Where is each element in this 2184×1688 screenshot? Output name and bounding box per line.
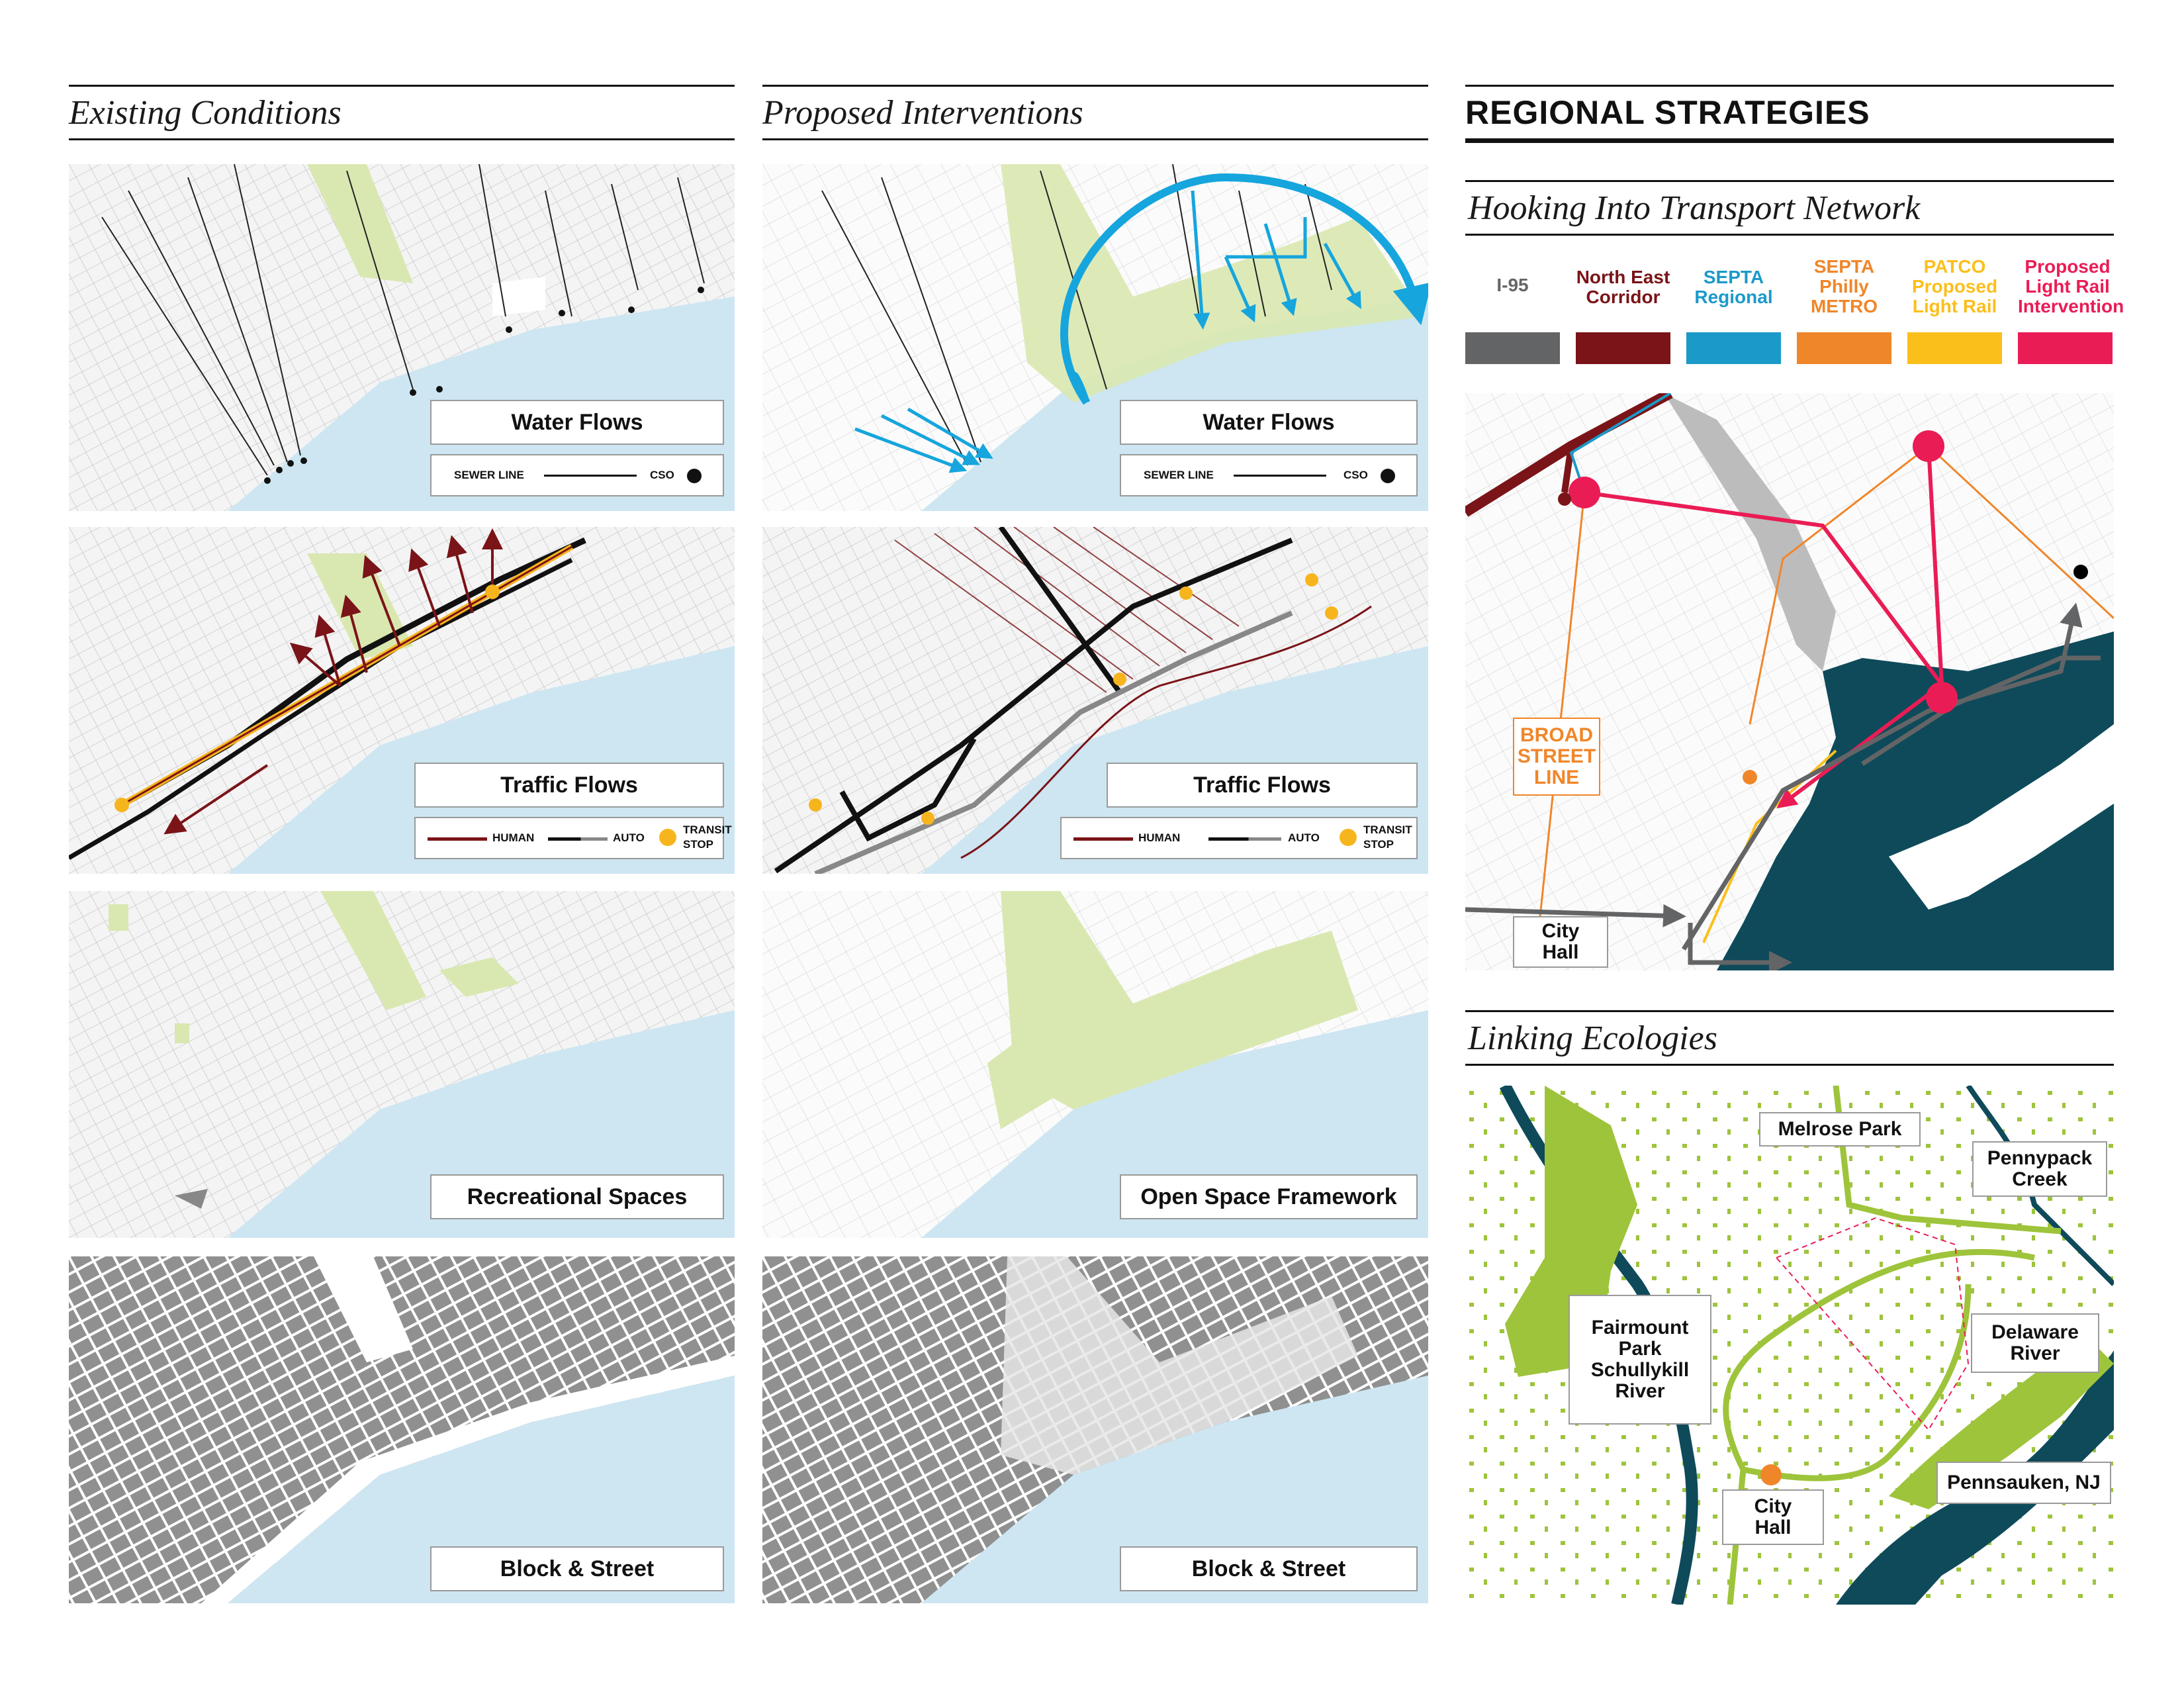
existing-water-flows-map: Water Flows SEWER LINE CSO [69, 164, 735, 511]
cso-dot-icon [687, 469, 702, 483]
proposed-interventions-header: Proposed Interventions [762, 85, 1428, 140]
melrose-park-label: Melrose Park [1759, 1112, 1921, 1147]
legend-auto-label: AUTO [1288, 831, 1320, 844]
panel-label-traffic-flows-proposed: Traffic Flows [1107, 763, 1418, 808]
transport-network-title: Hooking Into Transport Network [1468, 189, 1921, 227]
sewer-line-swatch [1234, 475, 1326, 477]
legend-transit-label-2: STOP [683, 838, 713, 851]
transit-stop-icon [659, 829, 676, 846]
northeast-swatch [1576, 332, 1670, 364]
legend-human-label: HUMAN [492, 831, 535, 844]
panel-label-recreational-spaces: Recreational Spaces [430, 1174, 724, 1219]
sewer-cso-legend-proposed: SEWER LINE CSO [1120, 454, 1418, 496]
septa-metro-swatch [1797, 332, 1891, 364]
legend-transit-label-1: TRANSIT [683, 823, 732, 836]
human-line-swatch [1073, 837, 1133, 841]
linking-ecologies-title: Linking Ecologies [1468, 1019, 1717, 1057]
legend-cso-label: CSO [1343, 469, 1368, 481]
legend-auto-label: AUTO [613, 831, 645, 844]
cso-dot-icon [1381, 469, 1395, 483]
legend-sewer-line-label: SEWER LINE [1144, 469, 1214, 481]
existing-recreational-map: Recreational Spaces [69, 891, 735, 1238]
legend-sewer-line-label: SEWER LINE [454, 469, 524, 481]
legend-cso-label: CSO [650, 469, 674, 481]
pennsauken-label: Pennsauken, NJ [1936, 1462, 2111, 1504]
regional-strategies-header: REGIONAL STRATEGIES [1465, 85, 2114, 143]
transport-network-header: Hooking Into Transport Network [1465, 180, 2114, 236]
auto-line-swatch [548, 837, 608, 841]
existing-traffic-flows-map: Traffic Flows HUMAN AUTO TRANSIT STOP [69, 527, 735, 874]
proposed-traffic-flows-map: Traffic Flows HUMAN AUTO TRANSIT STOP [762, 527, 1428, 874]
proposed-interventions-title: Proposed Interventions [762, 94, 1083, 132]
proposed-lr-swatch [2018, 332, 2113, 364]
panel-label-block-street-proposed: Block & Street [1120, 1546, 1418, 1591]
proposed-block-street-map: Block & Street [762, 1256, 1428, 1603]
panel-label-open-space-framework: Open Space Framework [1120, 1174, 1418, 1219]
open-space-graphic [762, 891, 1428, 1238]
human-line-swatch [428, 837, 487, 841]
panel-label-block-street: Block & Street [430, 1546, 724, 1591]
regional-strategies-title: REGIONAL STRATEGIES [1465, 94, 1870, 131]
transport-map-graphic [1465, 393, 2114, 970]
sewer-cso-legend: SEWER LINE CSO [430, 454, 724, 496]
linking-ecologies-header: Linking Ecologies [1465, 1010, 2114, 1066]
existing-block-street-map: Block & Street [69, 1256, 735, 1603]
panel-label-water-flows-proposed: Water Flows [1120, 400, 1418, 445]
proposed-open-space-map: Open Space Framework [762, 891, 1428, 1238]
proposed-water-flows-map: Water Flows SEWER LINE CSO [762, 164, 1428, 511]
transit-stop-icon [1340, 829, 1357, 846]
panel-label-traffic-flows: Traffic Flows [414, 763, 724, 808]
auto-line-swatch [1208, 837, 1281, 841]
sewer-line-swatch [544, 475, 637, 477]
existing-conditions-header: Existing Conditions [69, 85, 735, 140]
legend-transit-label-2: STOP [1363, 838, 1394, 851]
legend-human-label: HUMAN [1138, 831, 1181, 844]
traffic-legend: HUMAN AUTO TRANSIT STOP [414, 817, 732, 859]
legend-i95-label: I-95 [1496, 275, 1529, 295]
i95-swatch [1465, 332, 1560, 364]
legend-transit-label-1: TRANSIT [1363, 823, 1412, 836]
existing-conditions-title: Existing Conditions [69, 94, 341, 132]
patco-swatch [1907, 332, 2002, 364]
septa-regional-swatch [1686, 332, 1781, 364]
proposed-water-flows-graphic [762, 164, 1428, 511]
panel-label-water-flows: Water Flows [430, 400, 724, 445]
traffic-legend-proposed: HUMAN AUTO TRANSIT STOP [1060, 817, 1418, 859]
